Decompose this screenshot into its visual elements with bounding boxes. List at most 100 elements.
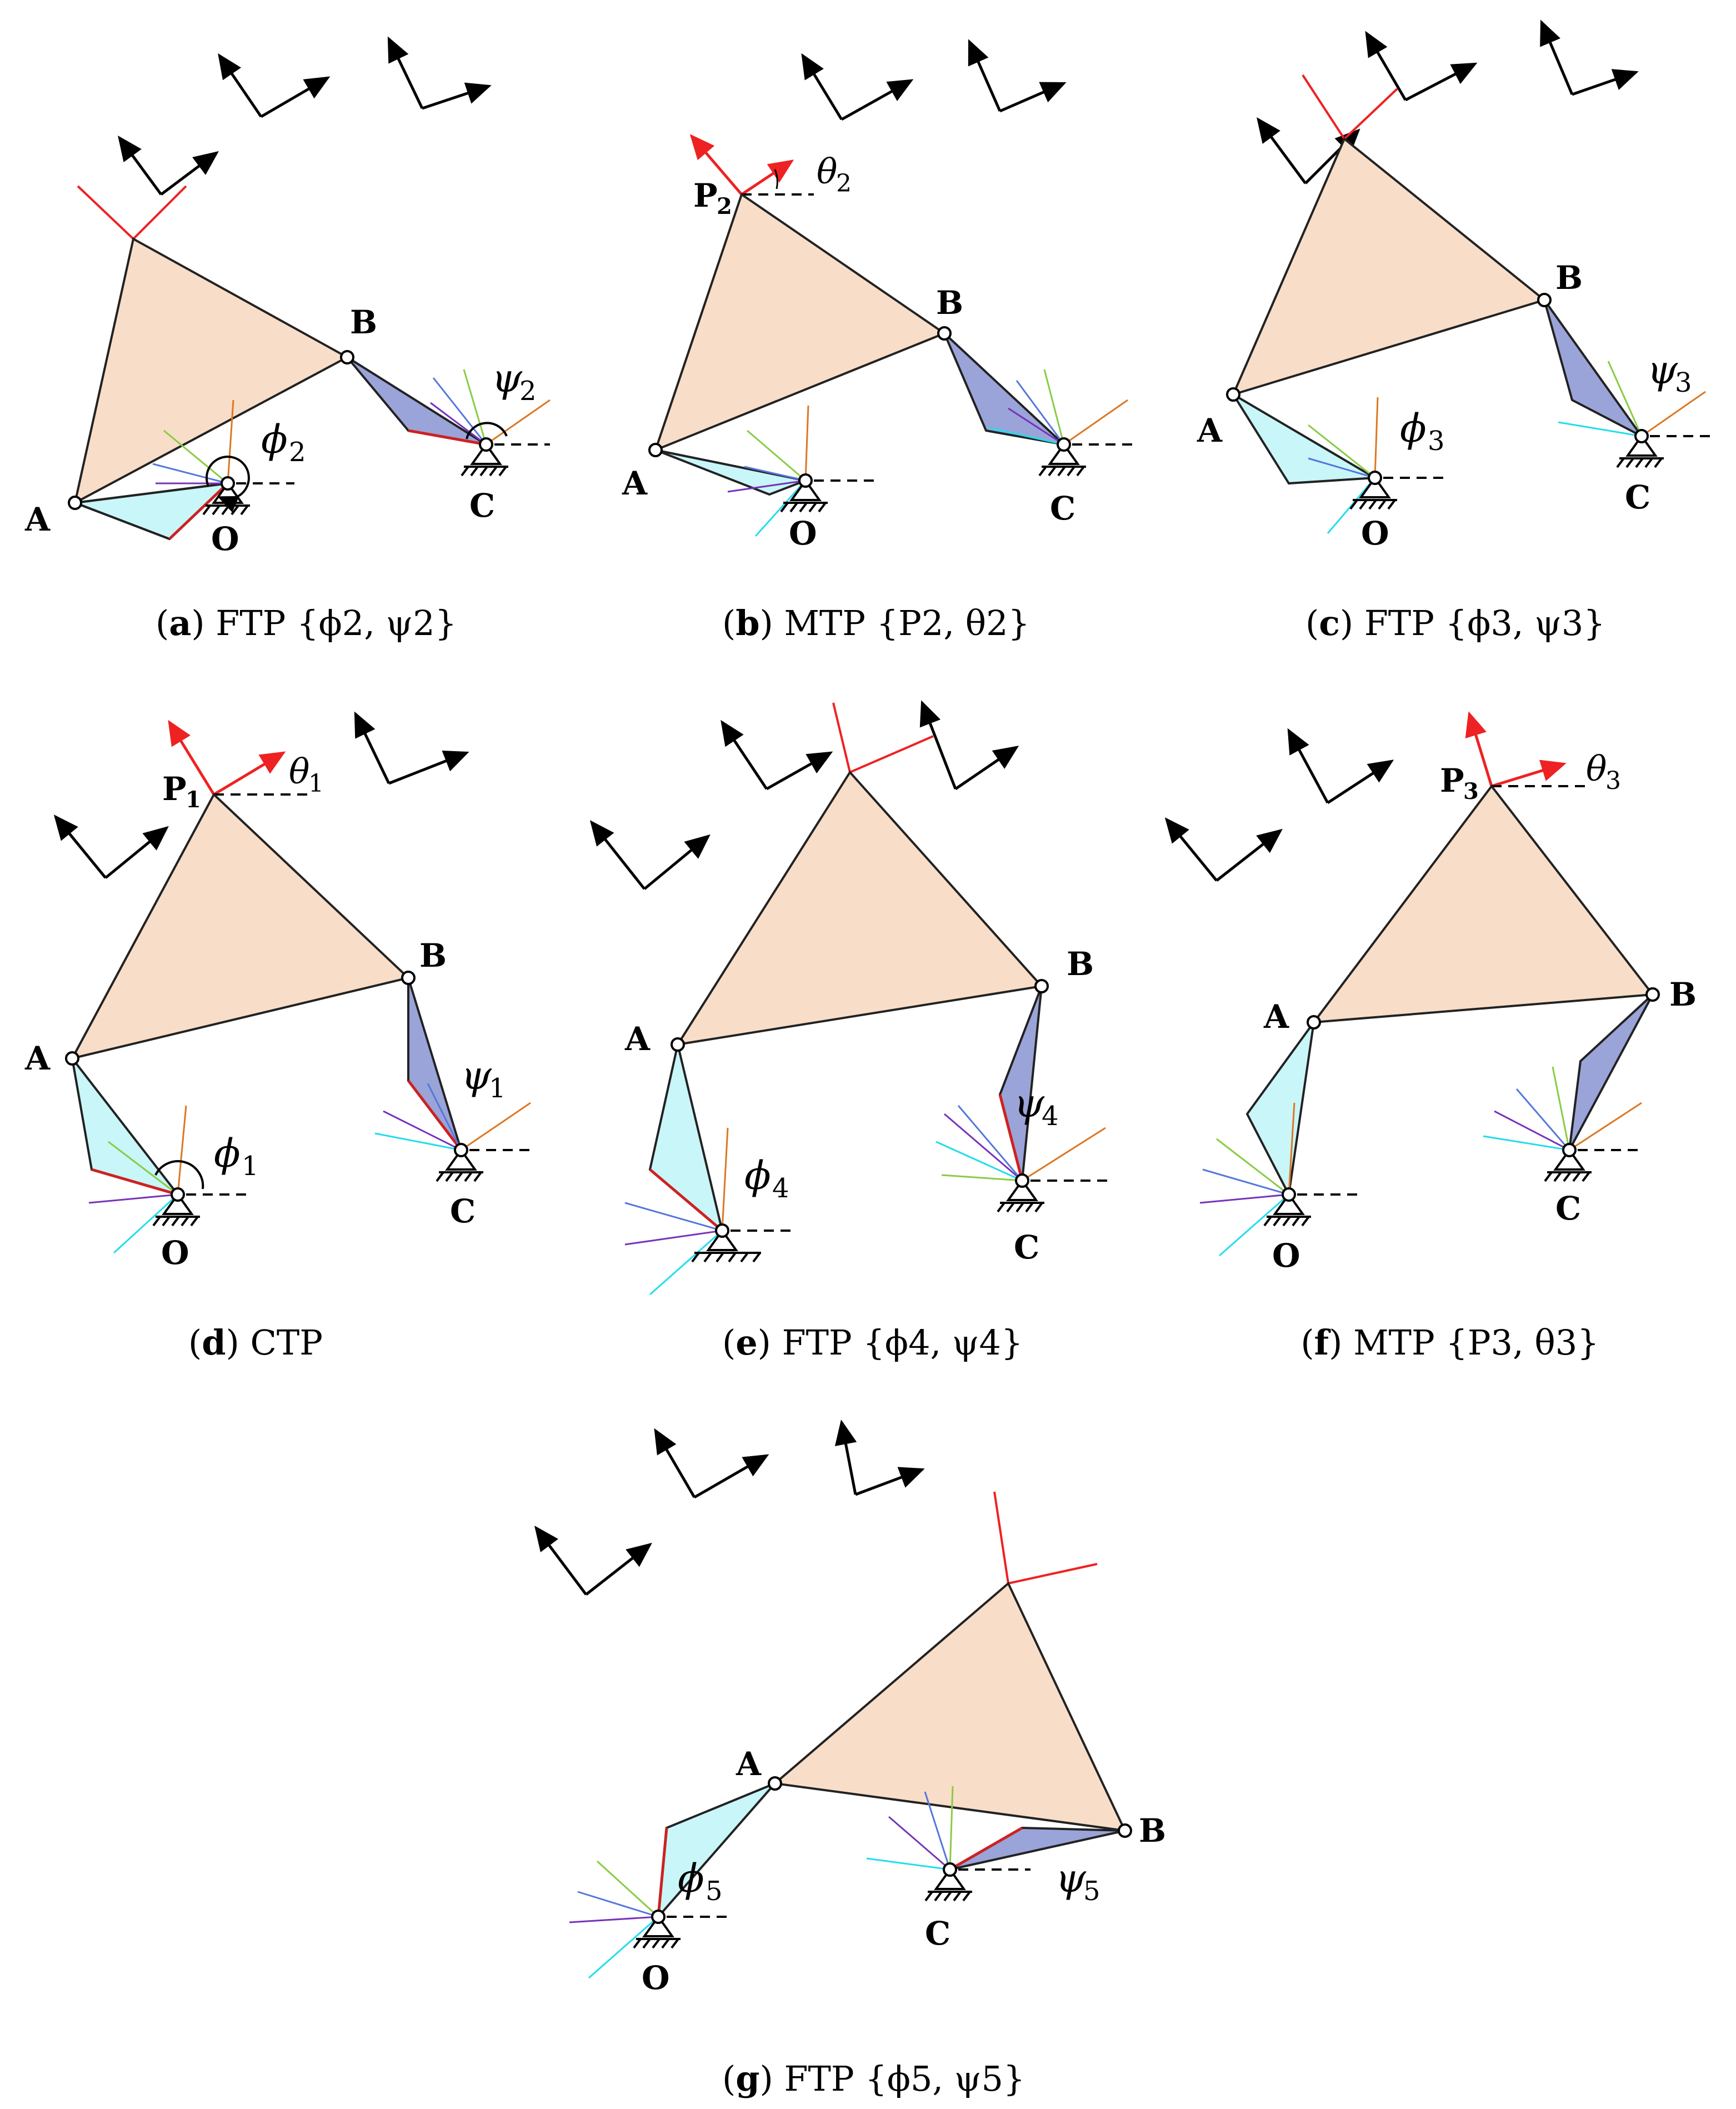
coupler-triangle <box>1311 784 1655 1024</box>
label-O: O <box>642 1959 670 1997</box>
subscript: 2 <box>289 437 306 468</box>
joints <box>648 326 1071 488</box>
ground-pivot-C <box>436 1148 533 1182</box>
subscript: 2 <box>519 376 537 407</box>
moving-frame-red <box>689 134 794 196</box>
caption-c: (c) FTP {ϕ3, ψ3} <box>1305 603 1605 643</box>
moving-frame-red <box>1465 711 1567 788</box>
label-C: C <box>450 1192 476 1230</box>
subscript: 3 <box>1605 767 1621 795</box>
precision-frame-red <box>832 702 934 774</box>
output-rays <box>866 1786 954 1871</box>
subscript: 2 <box>836 169 852 198</box>
label-A: A <box>1197 412 1223 449</box>
target-frame-arrows <box>534 1420 925 1596</box>
panel-b-diagram: P 2 θ 2 A B C O <box>622 39 1133 552</box>
label-B: B <box>350 303 377 341</box>
subscript: 5 <box>706 1876 723 1907</box>
symbol-phi: ϕ <box>744 1153 771 1198</box>
joints <box>65 971 468 1202</box>
subscript: 1 <box>242 1151 259 1182</box>
input-rays <box>569 1860 659 1979</box>
symbol-theta: θ <box>289 751 309 792</box>
output-link <box>407 977 462 1151</box>
precision-frame-red <box>77 185 187 241</box>
label-C: C <box>469 487 495 524</box>
target-frame-arrows <box>589 700 1019 890</box>
subscript: 3 <box>1675 367 1692 398</box>
coupler-triangle <box>70 792 411 1060</box>
coupler-triangle <box>772 1581 1127 1832</box>
ground-pivot-C <box>997 1178 1108 1213</box>
subscript: 2 <box>717 193 732 219</box>
subscript: 1 <box>186 787 201 813</box>
label-B: B <box>1555 259 1583 297</box>
panel-g-diagram: A B C O ϕ 5 ψ 5 <box>534 1420 1166 1997</box>
label-C: C <box>925 1915 950 1952</box>
symbol-phi: ϕ <box>1400 406 1427 451</box>
label-B: B <box>419 937 447 974</box>
input-link <box>1232 393 1379 485</box>
subscript: 4 <box>1042 1101 1059 1132</box>
label-B: B <box>1139 1812 1166 1850</box>
label-O: O <box>1272 1237 1300 1275</box>
label-C: C <box>1555 1190 1581 1227</box>
label-A: A <box>736 1745 762 1783</box>
panel-c-diagram: A B C O ϕ 3 ψ 3 <box>1197 19 1711 552</box>
input-rays <box>624 1127 729 1296</box>
target-frame-arrows <box>801 39 1067 121</box>
label-C: C <box>1014 1228 1039 1266</box>
label-O: O <box>211 520 239 558</box>
subscript: 3 <box>1428 426 1445 457</box>
output-rays <box>374 1083 531 1151</box>
input-link <box>1245 1021 1315 1198</box>
symbol-phi: ϕ <box>261 417 288 462</box>
symbol-psi: ψ <box>1014 1081 1045 1126</box>
target-frame-arrows <box>1257 19 1639 184</box>
coupler-triangle <box>675 770 1044 1046</box>
symbol-phi: ϕ <box>214 1131 241 1176</box>
joints <box>1282 987 1660 1202</box>
input-rays <box>1308 397 1379 534</box>
output-link <box>949 1826 1125 1871</box>
symbol-psi: ψ <box>1055 1856 1087 1901</box>
output-rays <box>988 369 1128 446</box>
input-rays <box>727 405 809 537</box>
ground-pivot-C <box>1616 434 1711 468</box>
label-A: A <box>24 1039 51 1077</box>
label-B: B <box>1067 945 1094 983</box>
ground-pivot-O <box>780 478 875 513</box>
symbol-theta: θ <box>817 151 837 192</box>
ground-pivot-O <box>691 1228 794 1263</box>
moving-frame-red <box>168 719 286 796</box>
coupler-triangle <box>1231 137 1547 397</box>
caption-d: (d) CTP <box>188 1322 323 1363</box>
caption-e: (e) FTP {ϕ4, ψ4} <box>722 1322 1023 1363</box>
target-frame-arrows <box>53 711 469 879</box>
symbol-phi: ϕ <box>678 1856 704 1901</box>
label-P: P <box>1440 762 1464 799</box>
ground-pivot-O <box>633 1915 731 1949</box>
output-link <box>1568 993 1654 1151</box>
label-C: C <box>1625 478 1650 516</box>
caption-f: (f) MTP {P3, θ3} <box>1300 1322 1599 1363</box>
label-O: O <box>161 1234 189 1272</box>
label-B: B <box>936 284 963 322</box>
caption-a: (a) FTP {ϕ2, ψ2} <box>156 603 457 643</box>
target-frame-arrows <box>1164 728 1394 882</box>
ground-pivot-C <box>1038 442 1133 477</box>
joints <box>651 1776 1132 1924</box>
ground-pivot-O <box>1349 476 1444 510</box>
precision-frame-red <box>993 1491 1098 1585</box>
subscript: 5 <box>1083 1876 1100 1907</box>
input-link <box>71 1057 181 1197</box>
output-rays <box>935 1105 1106 1182</box>
subscript: 4 <box>772 1173 789 1204</box>
output-rays <box>430 369 551 446</box>
ground-pivot-O <box>152 1160 247 1227</box>
panel-e-diagram: A B C ϕ 4 ψ 4 <box>589 700 1108 1296</box>
input-rays <box>88 1105 187 1254</box>
input-rays <box>1199 1102 1295 1257</box>
label-O: O <box>1361 514 1389 552</box>
joints <box>1226 293 1649 485</box>
